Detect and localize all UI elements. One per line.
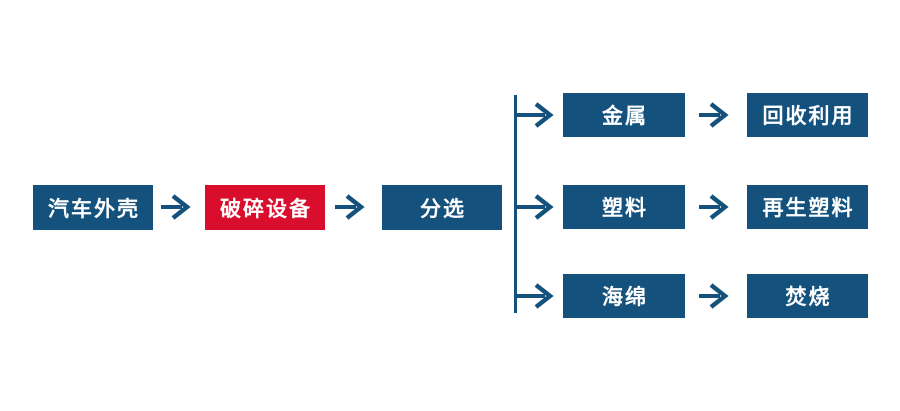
node-incineration: 焚烧 <box>747 274 868 318</box>
node-car-shell: 汽车外壳 <box>33 185 153 230</box>
branch-connector-line <box>514 95 517 313</box>
node-recycling-reuse: 回收利用 <box>747 93 868 137</box>
right-arrow-icon <box>335 194 365 220</box>
node-metal: 金属 <box>563 93 685 137</box>
node-crushing-equipment: 破碎设备 <box>205 185 325 230</box>
right-arrow-icon <box>161 194 191 220</box>
branch-arrow-icon <box>515 283 554 309</box>
node-sorting: 分选 <box>382 185 502 230</box>
branch-arrow-icon <box>515 194 554 220</box>
node-recycled-plastic: 再生塑料 <box>747 185 868 229</box>
right-arrow-icon <box>699 283 729 309</box>
right-arrow-icon <box>699 194 729 220</box>
node-plastic: 塑料 <box>563 185 685 229</box>
node-sponge: 海绵 <box>563 274 685 318</box>
right-arrow-icon <box>699 102 729 128</box>
branch-arrow-icon <box>515 102 554 128</box>
